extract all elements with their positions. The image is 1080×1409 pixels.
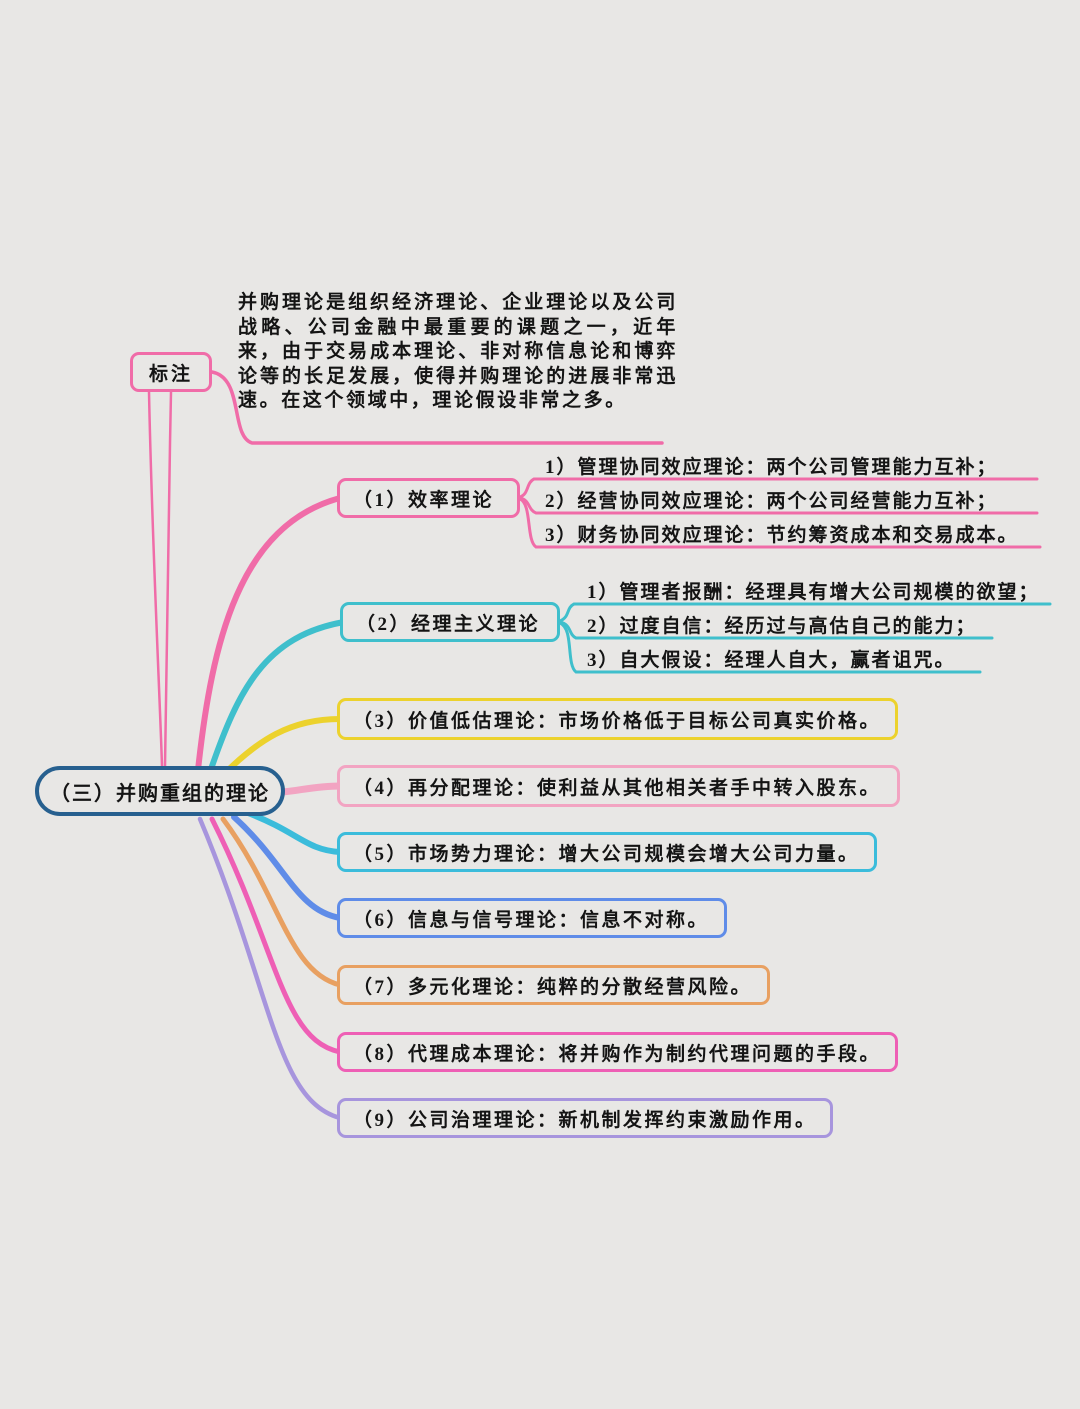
- subtopic-1-2[interactable]: 2）经营协同效应理论：两个公司经营能力互补；: [545, 491, 998, 512]
- child-underline-1-1: [518, 477, 1039, 499]
- branch-curve-8: [209, 816, 343, 1055]
- branch-curve-7: [220, 816, 343, 988]
- topic-node-9-corporate-governance-theory[interactable]: （9）公司治理理论：新机制发挥约束激励作用。: [337, 1098, 833, 1138]
- annotation-stem-line: [163, 390, 173, 768]
- annotation-underline: [210, 370, 664, 445]
- subtopic-1-1[interactable]: 1）管理协同效应理论：两个公司管理能力互补；: [545, 457, 998, 478]
- topic-node-2-managerialism-theory[interactable]: （2）经理主义理论: [340, 602, 560, 642]
- annotation-stem-line: [147, 390, 164, 768]
- topic-node-8-agency-cost-theory[interactable]: （8）代理成本理论：将并购作为制约代理问题的手段。: [337, 1032, 898, 1072]
- topic-label: （3）价值低估理论：市场价格低于目标公司真实价格。: [353, 710, 882, 732]
- child-underline-1-3: [518, 497, 1042, 549]
- topic-label: （7）多元化理论：纯粹的分散经营风险。: [353, 976, 753, 998]
- child-underline-2-3: [558, 621, 982, 674]
- child-underline-2-2: [558, 620, 994, 640]
- topic-node-3-undervaluation-theory[interactable]: （3）价值低估理论：市场价格低于目标公司真实价格。: [337, 698, 898, 740]
- topic-label: （4）再分配理论：使利益从其他相关者手中转入股东。: [353, 777, 882, 799]
- subtopic-2-2[interactable]: 2）过度自信：经历过与高估自己的能力；: [587, 616, 977, 637]
- topic-label: （5）市场势力理论：增大公司规模会增大公司力量。: [353, 843, 860, 865]
- annotation-label-text: 标注: [148, 363, 193, 385]
- branch-curve-4: [279, 782, 344, 796]
- child-underline-2-1: [558, 602, 1052, 623]
- topic-node-1-efficiency-theory[interactable]: （1）效率理论: [337, 478, 520, 518]
- branch-curve-2: [207, 619, 347, 775]
- subtopic-1-3[interactable]: 3）财务协同效应理论：节约筹资成本和交易成本。: [545, 525, 1019, 546]
- topic-label: （2）经理主义理论: [356, 613, 541, 635]
- topic-node-7-diversification-theory[interactable]: （7）多元化理论：纯粹的分散经营风险。: [337, 965, 770, 1005]
- annotation-label-node[interactable]: 标注: [130, 352, 212, 392]
- topic-node-5-market-power-theory[interactable]: （5）市场势力理论：增大公司规模会增大公司力量。: [337, 832, 877, 872]
- branch-curve-5: [245, 810, 343, 855]
- root-topic-label: （三）并购重组的理论: [50, 782, 270, 805]
- branch-curve-6: [231, 814, 343, 921]
- topic-label: （8）代理成本理论：将并购作为制约代理问题的手段。: [353, 1043, 882, 1065]
- root-topic-node[interactable]: （三）并购重组的理论: [35, 766, 285, 816]
- annotation-paragraph: 并购理论是组织经济理论、企业理论以及公司战略、公司金融中最重要的课题之一，近年来…: [238, 292, 678, 412]
- branch-curve-3: [219, 716, 343, 779]
- branch-curve-1: [195, 495, 343, 773]
- subtopic-2-3[interactable]: 3）自大假设：经理人自大，赢者诅咒。: [587, 650, 956, 671]
- topic-label: （6）信息与信号理论：信息不对称。: [353, 909, 710, 931]
- topic-label: （9）公司治理理论：新机制发挥约束激励作用。: [353, 1109, 817, 1131]
- topic-label: （1）效率理论: [353, 489, 495, 511]
- subtopic-2-1[interactable]: 1）管理者报酬：经理具有增大公司规模的欲望；: [587, 582, 1040, 603]
- branch-curve-9: [197, 816, 343, 1121]
- topic-node-6-information-signal-theory[interactable]: （6）信息与信号理论：信息不对称。: [337, 898, 727, 938]
- topic-node-4-redistribution-theory[interactable]: （4）再分配理论：使利益从其他相关者手中转入股东。: [337, 765, 900, 807]
